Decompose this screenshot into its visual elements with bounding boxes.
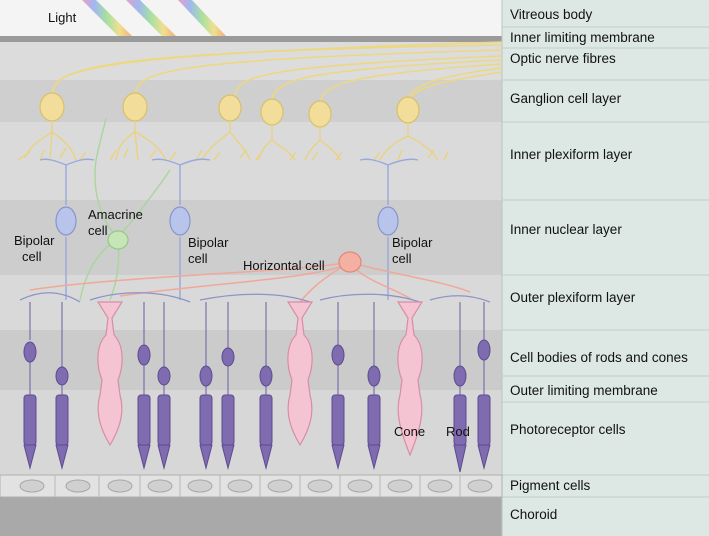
layer-label-choroid: Choroid (510, 507, 557, 522)
layer-label-cell-bodies: Cell bodies of rods and cones (510, 350, 688, 365)
layer-label-outer-plexiform-layer: Outer plexiform layer (510, 290, 636, 305)
bipolar-label-right-line2: cell (392, 251, 412, 266)
rod-cell (23, 302, 37, 470)
bipolar-cells (39, 158, 419, 300)
cone-cell (286, 301, 314, 447)
rod-cell (477, 302, 491, 470)
photoreceptors (23, 301, 491, 473)
bipolar-label-center-line2: cell (188, 251, 208, 266)
cone-cell (96, 301, 124, 447)
layer-label-inner-limiting-membrane: Inner limiting membrane (510, 30, 655, 45)
ganglion-cells (17, 92, 449, 161)
amacrine-cell (79, 117, 171, 301)
rod-cell (453, 302, 467, 473)
rod-cell (221, 302, 235, 470)
bipolar-label-left-line2: cell (22, 249, 42, 264)
rod-cell (137, 302, 151, 470)
amacrine-label-line1: Amacrine (88, 207, 143, 222)
bipolar-label-right-line1: Bipolar (392, 235, 433, 250)
light-label: Light (48, 10, 77, 25)
rod-cell (199, 302, 213, 470)
horizontal-cell (29, 251, 471, 303)
layer-label-optic-nerve-fibres: Optic nerve fibres (510, 51, 616, 66)
layer-sidebar (501, 0, 709, 536)
rod-cell (259, 302, 273, 470)
layer-label-pigment-cells: Pigment cells (510, 478, 591, 493)
layer-label-vitreous-body: Vitreous body (510, 7, 593, 22)
cone-label: Cone (394, 424, 425, 439)
rod-label: Rod (446, 424, 470, 439)
layer-label-photoreceptor-cells: Photoreceptor cells (510, 422, 626, 437)
bipolar-cell (377, 206, 399, 236)
rod-cell (55, 302, 69, 470)
pigment-cells (0, 474, 503, 498)
optic-nerve-fibres (51, 41, 503, 103)
cone-cell (396, 301, 424, 457)
layer-label-outer-limiting-membrane: Outer limiting membrane (510, 383, 658, 398)
bipolar-cell (55, 206, 77, 236)
bipolar-cell (169, 206, 191, 236)
ganglion-cell (39, 92, 420, 128)
light-beams (82, 0, 226, 36)
bipolar-label-left-line1: Bipolar (14, 233, 55, 248)
bipolar-label-center-line1: Bipolar (188, 235, 229, 250)
rod-cell (157, 302, 171, 470)
layer-label-inner-nuclear-layer: Inner nuclear layer (510, 222, 622, 237)
rod-cell (367, 302, 381, 470)
synapse-terminals (19, 292, 491, 303)
horizontal-cell-label: Horizontal cell (243, 258, 325, 273)
layer-label-ganglion-cell-layer: Ganglion cell layer (510, 91, 622, 106)
amacrine-label-line2: cell (88, 223, 108, 238)
rod-cell (331, 302, 345, 470)
layer-label-inner-plexiform-layer: Inner plexiform layer (510, 147, 633, 162)
